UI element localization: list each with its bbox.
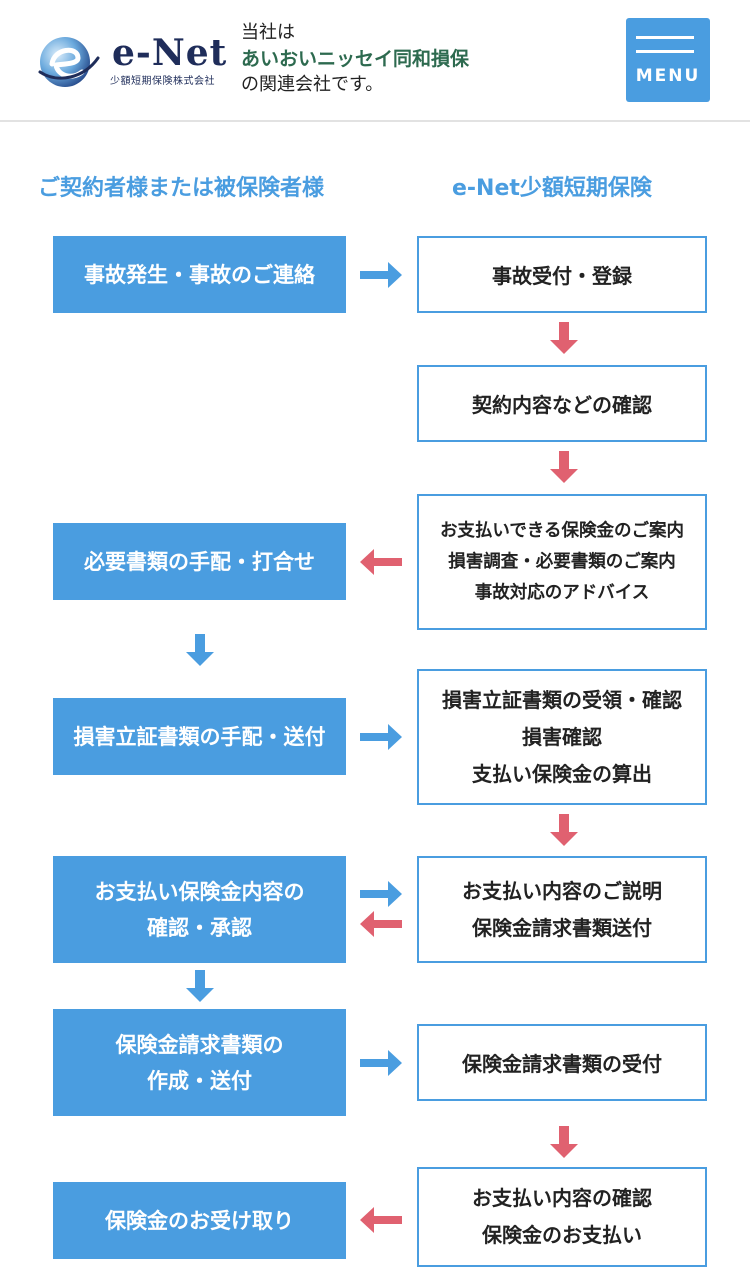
customer-step-claim-documents: 保険金請求書類の 作成・送付: [53, 1009, 346, 1116]
arrow-left-icon: [360, 911, 402, 937]
menu-button[interactable]: MENU: [626, 18, 710, 102]
tagline-line-1: 当社は: [241, 22, 295, 43]
step-text: 事故発生・事故のご連絡: [84, 262, 315, 287]
step-text: お支払い内容のご説明: [462, 878, 662, 903]
arrow-down-icon: [186, 634, 214, 666]
arrow-right-icon: [360, 881, 402, 907]
customer-step-payment-confirmation: お支払い保険金内容の 確認・承認: [53, 856, 346, 963]
logo-wordmark: e-Net: [112, 32, 228, 74]
arrow-down-icon: [550, 814, 578, 846]
step-text: 保険金請求書類の受付: [462, 1052, 662, 1076]
step-text: 損害立証書類の受領・確認: [442, 687, 682, 712]
affiliate-tagline: 当社は あいおいニッセイ同和損保 の関連会社です。: [241, 20, 469, 98]
step-text: 保険金請求書類送付: [472, 915, 652, 940]
company-step-damage-assessment: 損害立証書類の受領・確認 損害確認 支払い保険金の算出: [417, 669, 707, 805]
step-text: 損害確認: [522, 724, 602, 749]
step-text: 損害調査・必要書類のご案内: [448, 551, 676, 572]
customer-column-heading: ご契約者様または被保険者様: [38, 176, 325, 201]
arrow-right-icon: [360, 724, 402, 750]
company-column-heading: e-Net少額短期保険: [452, 176, 652, 201]
step-text: お支払い内容の確認: [472, 1186, 652, 1210]
hamburger-bar-icon: [636, 50, 694, 53]
logo-subtitle: 少額短期保険株式会社: [110, 76, 215, 87]
company-step-accident-registration: 事故受付・登録: [417, 236, 707, 313]
tagline-company: あいおいニッセイ同和損保: [241, 48, 470, 70]
arrow-down-icon: [550, 322, 578, 354]
arrow-right-icon: [360, 1050, 402, 1076]
arrow-left-icon: [360, 549, 402, 575]
e-net-logo[interactable]: e-Net 少額短期保険株式会社: [38, 32, 228, 92]
step-text: 保険金請求書類の: [115, 1032, 284, 1057]
step-text: 作成・送付: [147, 1068, 252, 1093]
step-text: 事故対応のアドバイス: [474, 582, 650, 603]
customer-step-documents-arrangement: 必要書類の手配・打合せ: [53, 523, 346, 600]
site-header: e-Net 少額短期保険株式会社 当社は あいおいニッセイ同和損保 の関連会社で…: [0, 0, 750, 122]
tagline-line-3: の関連会社です。: [241, 74, 384, 95]
arrow-down-icon: [186, 970, 214, 1002]
company-step-claim-receipt: 保険金請求書類の受付: [417, 1024, 707, 1101]
arrow-right-icon: [360, 262, 402, 288]
logo-globe-icon: [38, 37, 100, 87]
arrow-down-icon: [550, 1126, 578, 1158]
step-text: 支払い保険金の算出: [472, 761, 652, 786]
step-text: 事故受付・登録: [492, 264, 632, 288]
hamburger-bar-icon: [636, 36, 694, 39]
step-text: お支払いできる保険金のご案内: [439, 520, 685, 541]
step-text: 確認・承認: [147, 915, 252, 940]
step-text: 損害立証書類の手配・送付: [73, 724, 326, 749]
company-step-payment: お支払い内容の確認 保険金のお支払い: [417, 1167, 707, 1267]
step-text: 保険金のお受け取り: [105, 1208, 294, 1233]
step-text: 保険金のお支払い: [482, 1223, 642, 1247]
arrow-left-icon: [360, 1207, 402, 1233]
step-text: 契約内容などの確認: [472, 393, 652, 417]
company-step-contract-check: 契約内容などの確認: [417, 365, 707, 442]
customer-step-proof-documents: 損害立証書類の手配・送付: [53, 698, 346, 775]
step-text: お支払い保険金内容の: [94, 879, 305, 904]
arrow-down-icon: [550, 451, 578, 483]
step-text: 必要書類の手配・打合せ: [84, 549, 315, 574]
company-step-guidance: お支払いできる保険金のご案内 損害調査・必要書類のご案内 事故対応のアドバイス: [417, 494, 707, 630]
customer-step-accident-report: 事故発生・事故のご連絡: [53, 236, 346, 313]
company-step-payment-explanation: お支払い内容のご説明 保険金請求書類送付: [417, 856, 707, 963]
customer-step-receive-payment: 保険金のお受け取り: [53, 1182, 346, 1259]
menu-label: MENU: [635, 66, 701, 86]
